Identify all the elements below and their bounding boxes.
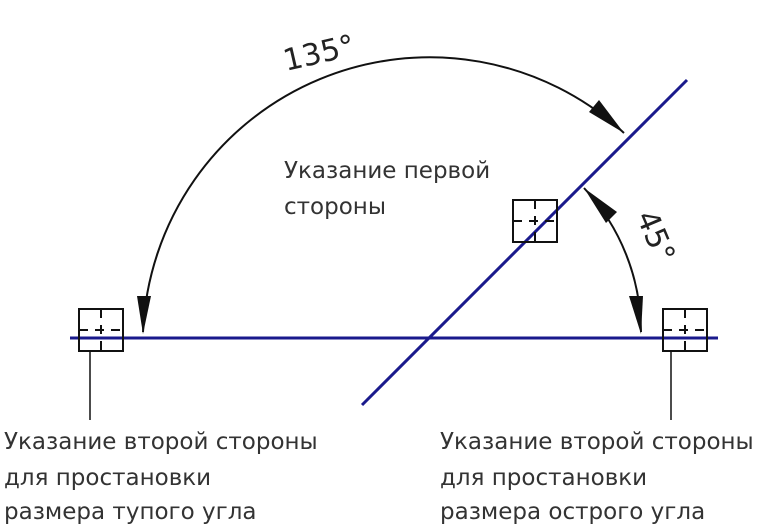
obtuse-arc-arrowhead-right: [589, 100, 624, 133]
obtuse-angle-label: 135°: [280, 28, 358, 78]
obtuse-angle-arc: [142, 56, 625, 333]
caption-second-side-acute: Указание второй стороны для простановки …: [440, 429, 761, 524]
selection-marker-center: [512, 199, 558, 243]
caption-first-side: Указание первой стороны: [284, 158, 497, 220]
caption-second-side-obtuse: Указание второй стороны для простановки …: [4, 429, 325, 524]
selection-marker-right: [662, 308, 708, 352]
acute-arc-arrowhead-top: [584, 188, 617, 223]
acute-arc-arrowhead-bottom: [629, 296, 643, 334]
selection-marker-left: [78, 308, 124, 352]
obtuse-arc-arrowhead-left: [137, 296, 151, 334]
acute-angle-label: 45°: [629, 205, 682, 268]
